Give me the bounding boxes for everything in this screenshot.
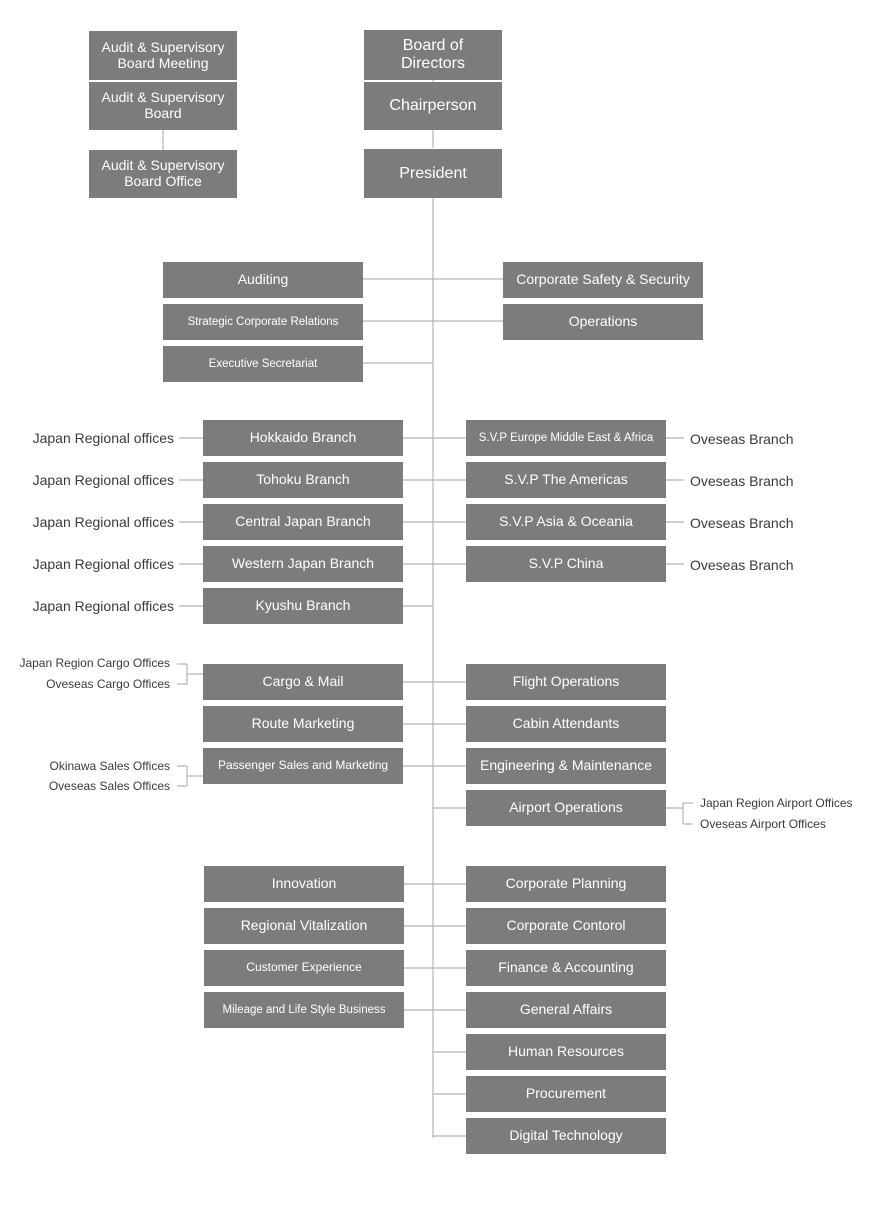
overseas-airport-offices-label: Oveseas Airport Offices	[700, 817, 826, 831]
engineering-maintenance-box: Engineering & Maintenance	[466, 748, 666, 784]
tohoku-branch-box: Tohoku Branch	[203, 462, 403, 498]
audit-board-meeting-box: Audit & Supervisory Board Meeting	[89, 31, 237, 80]
overseas-branch-label: Oveseas Branch	[690, 557, 794, 573]
regional-vitalization-box: Regional Vitalization	[204, 908, 404, 944]
general-affairs-box: General Affairs	[466, 992, 666, 1028]
overseas-branch-label: Oveseas Branch	[690, 431, 794, 447]
route-marketing-box: Route Marketing	[203, 706, 403, 742]
audit-board-box: Audit & Supervisory Board	[89, 82, 237, 130]
passenger-sales-box: Passenger Sales and Marketing	[203, 748, 403, 784]
mileage-lifestyle-box: Mileage and Life Style Business	[204, 992, 404, 1028]
svp-china-box: S.V.P China	[466, 546, 666, 582]
japan-regional-offices-label: Japan Regional offices	[32, 514, 174, 530]
hokkaido-branch-box: Hokkaido Branch	[203, 420, 403, 456]
audit-office-box: Audit & Supervisory Board Office	[89, 150, 237, 198]
svp-americas-box: S.V.P The Americas	[466, 462, 666, 498]
japan-airport-offices-label: Japan Region Airport Offices	[700, 796, 853, 810]
overseas-cargo-offices-label: Oveseas Cargo Offices	[46, 677, 170, 691]
customer-experience-box: Customer Experience	[204, 950, 404, 986]
overseas-branch-label: Oveseas Branch	[690, 473, 794, 489]
president-box: President	[364, 149, 502, 198]
svp-emea-box: S.V.P Europe Middle East & Africa	[466, 420, 666, 456]
svp-asia-oceania-box: S.V.P Asia & Oceania	[466, 504, 666, 540]
okinawa-sales-offices-label: Okinawa Sales Offices	[49, 759, 171, 773]
corporate-control-box: Corporate Contorol	[466, 908, 666, 944]
airport-operations-box: Airport Operations	[466, 790, 666, 826]
cabin-attendants-box: Cabin Attendants	[466, 706, 666, 742]
digital-technology-box: Digital Technology	[466, 1118, 666, 1154]
strategic-relations-box: Strategic Corporate Relations	[163, 304, 363, 340]
central-japan-branch-box: Central Japan Branch	[203, 504, 403, 540]
corporate-safety-box: Corporate Safety & Security	[503, 262, 703, 298]
japan-cargo-offices-label: Japan Region Cargo Offices	[19, 656, 170, 670]
executive-secretariat-box: Executive Secretariat	[163, 346, 363, 382]
human-resources-box: Human Resources	[466, 1034, 666, 1070]
japan-regional-offices-label: Japan Regional offices	[32, 556, 174, 572]
japan-regional-offices-label: Japan Regional offices	[32, 598, 174, 614]
overseas-sales-offices-label: Oveseas Sales Offices	[48, 779, 170, 793]
chairperson-box: Chairperson	[364, 82, 502, 130]
corporate-planning-box: Corporate Planning	[466, 866, 666, 902]
flight-operations-box: Flight Operations	[466, 664, 666, 700]
overseas-branch-label: Oveseas Branch	[690, 515, 794, 531]
finance-accounting-box: Finance & Accounting	[466, 950, 666, 986]
procurement-box: Procurement	[466, 1076, 666, 1112]
cargo-mail-box: Cargo & Mail	[203, 664, 403, 700]
board-of-directors-box: Board of Directors	[364, 30, 502, 80]
auditing-box: Auditing	[163, 262, 363, 298]
operations-box: Operations	[503, 304, 703, 340]
japan-regional-offices-label: Japan Regional offices	[32, 472, 174, 488]
japan-regional-offices-label: Japan Regional offices	[32, 430, 174, 446]
kyushu-branch-box: Kyushu Branch	[203, 588, 403, 624]
innovation-box: Innovation	[204, 866, 404, 902]
western-japan-branch-box: Western Japan Branch	[203, 546, 403, 582]
